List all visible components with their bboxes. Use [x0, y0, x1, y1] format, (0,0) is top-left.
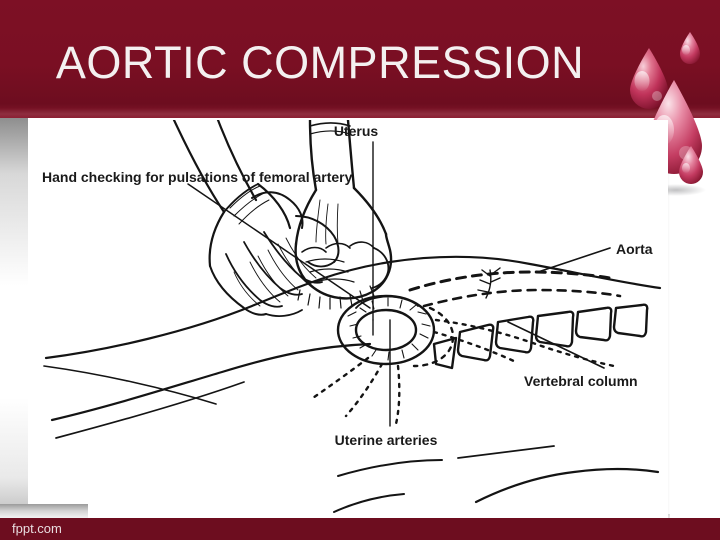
- header-sheen: [0, 108, 720, 118]
- footer-source-label: fppt.com: [12, 521, 62, 536]
- label-aorta: Aorta: [616, 241, 653, 257]
- label-uterus: Uterus: [334, 123, 379, 139]
- slide-header: [0, 0, 720, 118]
- label-vertebral-column: Vertebral column: [524, 373, 638, 389]
- slide-footer: fppt.com: [0, 518, 720, 540]
- aortic-compression-figure: Hand checking for pulsations of femoral …: [38, 120, 668, 518]
- label-uterine-arteries: Uterine arteries: [335, 432, 438, 448]
- footer-tab: [0, 504, 88, 518]
- left-accent-strip: [0, 118, 28, 518]
- label-femoral-artery: Hand checking for pulsations of femoral …: [42, 169, 353, 185]
- page-title: AORTIC COMPRESSION: [55, 37, 585, 88]
- content-panel: Hand checking for pulsations of femoral …: [38, 120, 668, 518]
